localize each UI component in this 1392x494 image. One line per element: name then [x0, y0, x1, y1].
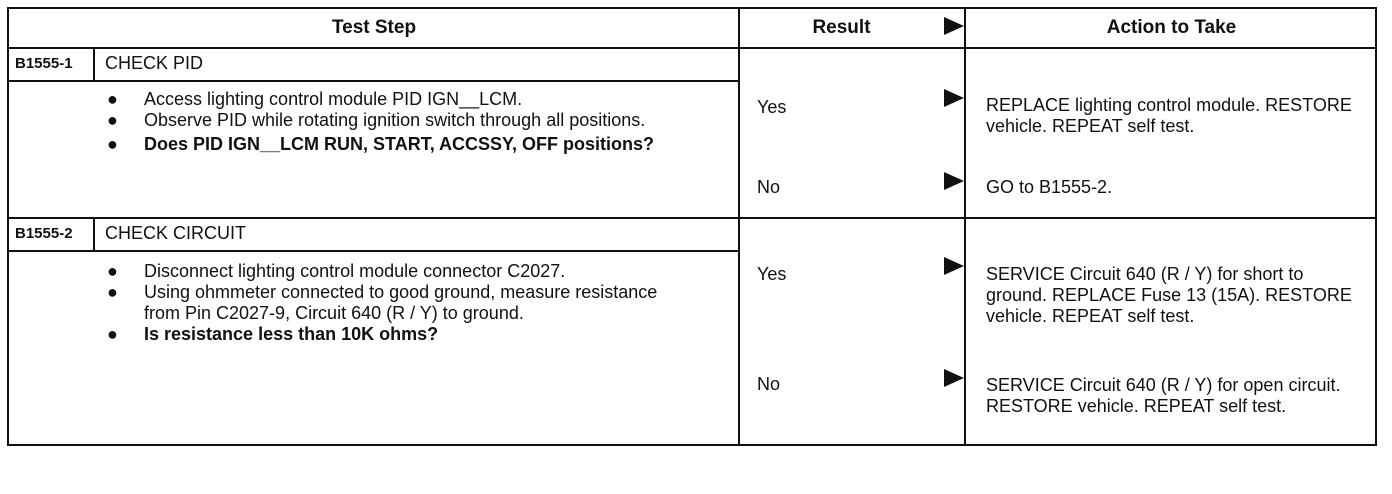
step-code: B1555-1 — [15, 55, 73, 72]
header-result: Result — [812, 17, 871, 38]
code-divider-1 — [93, 47, 95, 80]
step-title: CHECK CIRCUIT — [105, 223, 247, 243]
header-divider — [9, 47, 1375, 49]
bullet-item: ●Access lighting control module PID IGN_… — [107, 89, 523, 109]
bullet-icon: ● — [107, 282, 118, 302]
bullet-item: ●Using ohmmeter connected to good ground… — [107, 282, 658, 323]
column-divider-action — [964, 9, 966, 444]
diagnostic-table: Test Step Result Action to Take B1555-1 … — [7, 7, 1377, 446]
step-bullets: ●Access lighting control module PID IGN_… — [107, 89, 707, 155]
bullet-icon: ● — [107, 110, 118, 130]
bullet-icon: ● — [107, 261, 118, 281]
result-arrow-icon — [944, 369, 964, 387]
header-test-step: Test Step — [331, 17, 417, 38]
action-text: GO to B1555-2. — [986, 177, 1113, 197]
bullet-icon: ● — [107, 324, 118, 344]
header-action: Action to Take — [1106, 17, 1237, 38]
action-text: REPLACE lighting control module. RESTORE… — [986, 95, 1352, 136]
result-no: No — [757, 374, 781, 394]
result-yes: Yes — [757, 264, 787, 284]
result-arrow-icon — [944, 172, 964, 190]
action-text: SERVICE Circuit 640 (R / Y) for open cir… — [986, 375, 1341, 416]
bullet-question: ●Does PID IGN__LCM RUN, START, ACCSSY, O… — [107, 134, 655, 154]
step-bullets: ●Disconnect lighting control module conn… — [107, 261, 667, 345]
step-divider — [9, 217, 1375, 219]
code-divider-2 — [93, 217, 95, 250]
action-text: SERVICE Circuit 640 (R / Y) for short to… — [986, 264, 1352, 326]
bullet-item: ●Observe PID while rotating ignition swi… — [107, 110, 646, 130]
header-arrow-icon — [944, 17, 964, 35]
step-code: B1555-2 — [15, 225, 73, 242]
bullet-icon: ● — [107, 134, 118, 154]
result-yes: Yes — [757, 97, 787, 117]
column-divider-result — [738, 9, 740, 444]
step-title: CHECK PID — [105, 53, 204, 73]
title-divider-2 — [9, 250, 738, 252]
title-divider-1 — [9, 80, 738, 82]
bullet-icon: ● — [107, 89, 118, 109]
bullet-item: ●Disconnect lighting control module conn… — [107, 261, 566, 281]
bullet-question: ●Is resistance less than 10K ohms? — [107, 324, 439, 344]
result-arrow-icon — [944, 257, 964, 275]
result-no: No — [757, 177, 781, 197]
result-arrow-icon — [944, 89, 964, 107]
